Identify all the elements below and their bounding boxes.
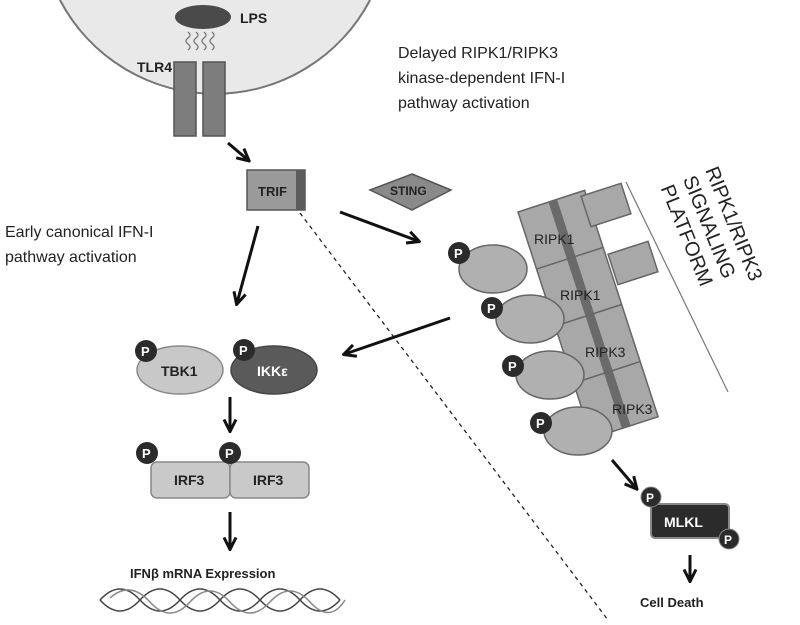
mlkl-label: MLKL [664, 514, 703, 530]
early-activation-text: Early canonical IFN-I pathway activation [5, 224, 154, 266]
lps-label: LPS [240, 10, 267, 26]
arrow-platform-ikke [345, 316, 451, 354]
tlr4-receptor-left [173, 61, 197, 137]
sting-label: STING [390, 184, 427, 198]
svg-text:P: P [487, 301, 496, 316]
svg-text:pathway activation: pathway activation [398, 95, 530, 112]
unit-label-ripk3-a: RIPK3 [585, 344, 626, 360]
svg-text:P: P [225, 446, 234, 461]
kinase-domain-square-1 [580, 182, 632, 228]
platform-title: RIPK1/RIPK3 SIGNALING PLATFORM [656, 164, 766, 290]
ikke-oval [230, 345, 318, 395]
tlr4-receptor-right [202, 61, 226, 137]
lps-lipid-tails [185, 31, 215, 51]
irf3-right-label: IRF3 [253, 472, 284, 488]
tbk1-oval [136, 345, 224, 395]
svg-text:Delayed RIPK1/RIPK3: Delayed RIPK1/RIPK3 [398, 45, 558, 62]
mlkl-phospho-right [718, 528, 740, 550]
lps-molecule [175, 5, 231, 29]
platform-unit-labels: RIPK1 RIPK1 RIPK3 RIPK3 [534, 231, 653, 417]
separator-dashed-line [299, 212, 609, 621]
arrow-platform-mlkl [610, 459, 636, 488]
svg-text:P: P [646, 491, 654, 505]
ikke-phospho [233, 339, 255, 361]
tbk1-label: TBK1 [161, 363, 198, 379]
ifnb-label: IFNβ mRNA Expression [130, 566, 275, 581]
arrow-trif-tbk1 [237, 225, 260, 303]
ikke-label: IKKε [257, 363, 288, 379]
tbk1-phospho [135, 340, 157, 362]
irf3-left-label: IRF3 [174, 472, 205, 488]
arrow-trif-platform [339, 210, 418, 241]
svg-text:P: P [508, 359, 517, 374]
svg-text:pathway activation: pathway activation [5, 249, 137, 266]
irf3-right-phospho [219, 442, 241, 464]
svg-text:P: P [239, 343, 248, 358]
mlkl-phospho-left [640, 486, 662, 508]
dna-helix [99, 588, 346, 614]
delayed-activation-text: Delayed RIPK1/RIPK3 kinase-dependent IFN… [398, 45, 565, 112]
unit-label-ripk1-b: RIPK1 [560, 287, 601, 303]
arrow-tlr4-trif [227, 141, 248, 160]
kinase-domain-square-2 [607, 240, 659, 286]
svg-text:P: P [536, 416, 545, 431]
svg-text:Early canonical IFN-I: Early canonical IFN-I [5, 224, 154, 241]
irf3-right-box [229, 461, 310, 499]
svg-text:P: P [141, 344, 150, 359]
platform-bracket-line [625, 181, 729, 393]
svg-text:P: P [724, 533, 732, 547]
ripk-ovals [458, 244, 613, 456]
unit-label-ripk1-a: RIPK1 [534, 231, 575, 247]
unit-label-ripk3-b: RIPK3 [612, 401, 653, 417]
mlkl-box [650, 503, 730, 539]
svg-text:P: P [454, 246, 463, 261]
svg-text:P: P [142, 446, 151, 461]
sting-diamond [368, 173, 453, 211]
phospho-badges-platform: P P P P [448, 242, 552, 434]
trif-label: TRIF [258, 184, 287, 199]
tlr4-label: TLR4 [137, 59, 172, 75]
svg-text:kinase-dependent IFN-I: kinase-dependent IFN-I [398, 70, 565, 87]
cell-death-label: Cell Death [640, 595, 704, 610]
irf3-left-phospho [136, 442, 158, 464]
